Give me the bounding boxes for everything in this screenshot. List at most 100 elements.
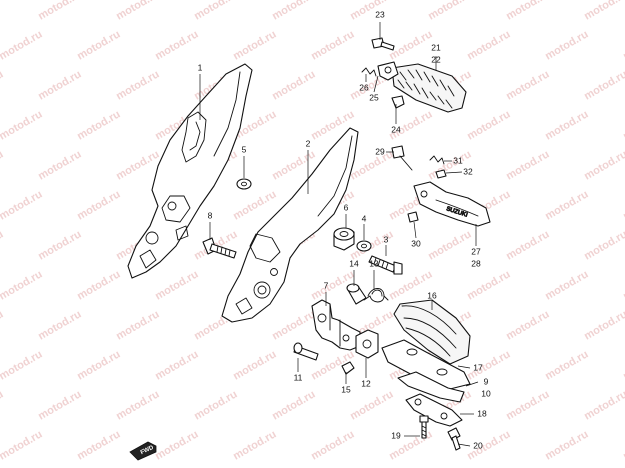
watermark-text: motod.ru [114,0,161,23]
part-17-footpeg-base [381,339,471,391]
callout-19: 19 [391,430,401,440]
callout-9: 9 [484,376,489,386]
watermark-text: motod.ru [465,28,512,62]
callout-1: 1 [198,62,203,72]
watermark-text: motod.ru [504,228,551,262]
callout-13: 13 [369,258,379,268]
callout-10: 10 [481,388,491,398]
callout-11: 11 [294,372,303,382]
callout-27: 27 [471,246,481,256]
part-31-spring [429,155,445,165]
callout-labels: 1 2 3 4 5 6 7 8 9 10 11 12 13 14 15 16 1… [198,9,491,450]
watermark-text: motod.ru [75,108,122,142]
watermark-text: motod.ru [0,108,44,142]
watermark-text: motod.ru [504,148,551,182]
part-14-pin [346,283,367,305]
watermark-text: motod.ru [465,268,512,302]
part-3-bolt [368,255,403,275]
callout-31: 31 [453,155,463,165]
watermark-text: motod.ru [621,108,625,142]
watermark-text: motod.ru [75,28,122,62]
fwd-label: FWD [140,445,156,456]
watermark-text: motod.ru [465,108,512,142]
watermark-text: motod.ru [36,68,83,102]
watermark-text: motod.ru [543,428,590,462]
watermark-text: motod.ru [621,268,625,302]
callout-25: 25 [369,92,379,102]
watermark-text: motod.ru [153,428,200,462]
watermark-text: motod.ru [0,28,44,62]
part-8-bolt [202,237,237,259]
watermark-text: motod.ru [348,388,395,422]
watermark-text: motod.ru [0,428,44,462]
watermark-text: motod.ru [231,188,278,222]
part-15-clip [341,361,355,375]
part-4-washer [356,240,372,252]
watermark-text: motod.ru [543,188,590,222]
watermark-text: motod.ru [114,308,161,342]
callout-30: 30 [411,238,421,248]
callout-26: 26 [359,82,369,92]
watermark-text: motod.ru [231,428,278,462]
watermark-text: motod.ru [0,148,5,182]
watermark-text: motod.ru [36,228,83,262]
part-30-clip [407,211,419,223]
callout-2: 2 [306,138,311,148]
watermark-text: motod.ru [582,388,625,422]
callout-28: 28 [471,258,481,268]
part-27-rear-footpeg-bracket: SUZUKI [413,181,491,227]
watermark-text: motod.ru [621,348,625,382]
leader-lines [199,22,479,447]
part-1-left-bracket [127,63,253,279]
watermark-text: motod.ru [426,228,473,262]
part-5-washer [236,178,252,190]
part-9-plate [397,371,465,403]
watermark-text: motod.ru [582,228,625,262]
watermark-text: motod.ru [426,0,473,23]
part-12-clevis [355,329,379,359]
watermark-text: motod.ru [270,0,317,23]
watermark-text: motod.ru [153,268,200,302]
part-25-bracket [377,61,399,81]
callout-23: 23 [375,9,385,19]
part-32-pin [435,169,447,179]
part-6-bushing [333,227,355,251]
watermark-text: motod.ru [621,428,625,462]
watermark-text: motod.ru [309,28,356,62]
watermark-text: motod.ru [582,0,625,23]
callout-8: 8 [208,210,213,220]
callout-17: 17 [473,362,483,372]
part-23-bolt [371,37,395,51]
watermark-text: motod.ru [543,28,590,62]
watermark-text: motod.ru [621,188,625,222]
watermark-text: motod.ru [75,428,122,462]
callout-29: 29 [375,146,385,156]
watermark-text: motod.ru [153,348,200,382]
watermark-text: motod.ru [0,388,5,422]
part-2-right-bracket [221,127,359,323]
watermark-text: motod.ru [621,28,625,62]
callout-16: 16 [427,290,437,300]
watermark-text: motod.ru [504,0,551,23]
watermark-text: motod.ru [0,68,5,102]
watermark-text: motod.ru [465,348,512,382]
part-26-spring [361,67,377,77]
watermark-text: motod.ru [114,68,161,102]
watermark-text: motod.ru [231,28,278,62]
callout-6: 6 [344,202,349,212]
callout-21: 21 [431,42,441,52]
watermark-text: motod.ru [0,268,44,302]
watermark-text: motod.ru [0,348,44,382]
watermark-text: motod.ru [36,308,83,342]
watermark-text: motod.ru [543,268,590,302]
callout-3: 3 [384,234,389,244]
watermark-text: motod.ru [504,388,551,422]
watermark-text: motod.ru [348,0,395,23]
watermark-text: motod.ru [543,108,590,142]
watermark-text: motod.ru [582,308,625,342]
watermark-text: motod.ru [270,308,317,342]
part-16-footpeg-rubber [393,299,471,365]
watermark-text: motod.ru [36,148,83,182]
watermark-text: motod.ru [0,308,5,342]
